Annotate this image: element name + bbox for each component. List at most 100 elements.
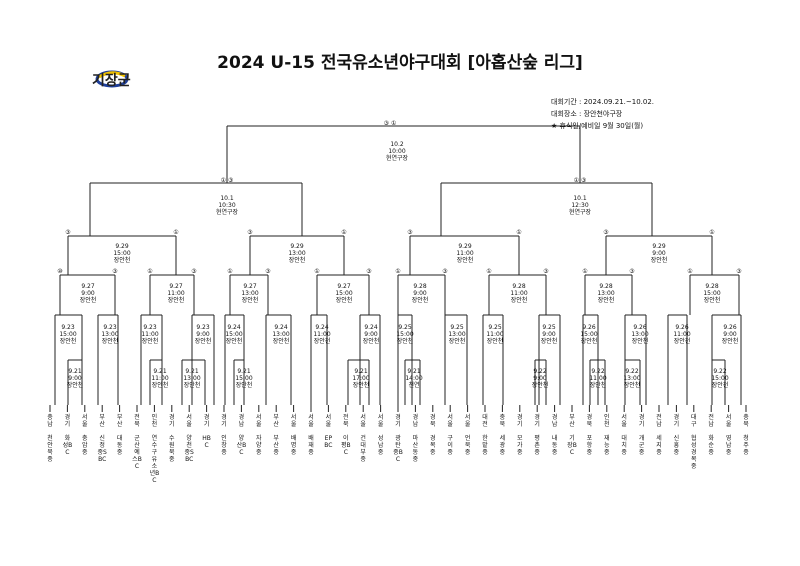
team-name: 세광중 xyxy=(499,435,506,456)
prelim-info-8-time: 13:00 xyxy=(623,375,641,382)
quarter-seed-left-3: ③ xyxy=(603,229,609,236)
team-gap xyxy=(445,428,455,435)
r32-info-8-place: 장안천 xyxy=(396,338,414,345)
r32-info-6-date: 9.24 xyxy=(315,324,329,331)
semi-info-0-time: 10:30 xyxy=(218,202,236,209)
semi-info-0-date: 10.1 xyxy=(220,195,234,202)
r32-info-13-time: 13:00 xyxy=(631,331,649,338)
team-name: 신정중SBC xyxy=(97,435,107,463)
quarter-info-1-place: 장안천 xyxy=(288,257,306,264)
team-region: 경기 xyxy=(64,414,71,428)
prelim-info-2-place: 장안천 xyxy=(183,382,201,389)
quarter-seed-right-2: ① xyxy=(516,229,522,236)
r32-info-9-date: 9.25 xyxy=(450,324,464,331)
r16-seed-right-7: ③ xyxy=(736,268,742,275)
r32-info-0-time: 15:00 xyxy=(59,331,77,338)
r32-info-14-date: 9.26 xyxy=(675,324,689,331)
prelim-info-0-date: 9.21 xyxy=(68,368,82,375)
note-text: ★ 휴식일/예비일 9월 30일(월) xyxy=(551,122,644,130)
prelim-info-9-place: 장안천 xyxy=(711,382,729,389)
quarter-seed-left-2: ③ xyxy=(407,229,413,236)
team-name: 영남중 xyxy=(725,435,732,456)
semi-info-1-time: 12:30 xyxy=(571,202,589,209)
team-region: 서울 xyxy=(186,414,192,428)
r32-info-1-date: 9.23 xyxy=(103,324,117,331)
r16-info-3-date: 9.27 xyxy=(337,283,351,290)
r32-info-5-date: 9.24 xyxy=(274,324,288,331)
prelim-info-0-time: 9:00 xyxy=(68,375,82,382)
team-name: 화성BC xyxy=(62,435,73,456)
r32-info-7-place: 장안천 xyxy=(362,338,380,345)
r16-info-2-place: 장안천 xyxy=(241,297,259,304)
r16-seed-right-0: ③ xyxy=(112,268,118,275)
r16-seed-left-5: ① xyxy=(486,268,492,275)
quarter-seed-left-0: ③ xyxy=(65,229,71,236)
r32-info-10-place: 장안천 xyxy=(486,338,504,345)
team-gap xyxy=(567,428,577,435)
r16-info-1-time: 11:00 xyxy=(167,290,185,297)
team-region: 서울 xyxy=(308,414,314,428)
prelim-info-3-place: 장안천 xyxy=(235,382,253,389)
team-region: 경기 xyxy=(169,414,175,428)
team-region: 부산 xyxy=(116,414,123,428)
team-name: 부산중 xyxy=(273,435,279,456)
r32-info-13-place: 장안천 xyxy=(631,338,649,345)
tournament-info: 대회기간 : 2024.09.21.~10.02. 대회장소 : 장안천야구장 … xyxy=(551,96,654,132)
team-gap xyxy=(550,428,560,435)
team-name: 인창중 xyxy=(221,435,227,456)
r32-info-4-place: 장안천 xyxy=(225,338,243,345)
r32-info-12-time: 15:00 xyxy=(580,331,598,338)
r32-info-8-time: 15:00 xyxy=(396,331,414,338)
team-name: 세지중 xyxy=(656,435,662,456)
team-name: 연수구유소년BC xyxy=(149,435,160,484)
prelim-info-3-date: 9.21 xyxy=(237,368,251,375)
r16-info-2-date: 9.27 xyxy=(243,283,257,290)
team-gap xyxy=(202,428,212,435)
team-name: 경복중 xyxy=(430,435,436,456)
r32-info-9-time: 13:00 xyxy=(448,331,466,338)
r32-info-4-time: 15:00 xyxy=(225,331,243,338)
r16-info-1-place: 장안천 xyxy=(167,297,185,304)
team-region: 전남 xyxy=(656,414,662,428)
team-gap xyxy=(463,428,473,435)
team-gap xyxy=(306,428,316,435)
team-region: 경남 xyxy=(238,414,245,428)
r32-info-7-date: 9.24 xyxy=(364,324,378,331)
r32-info-2-time: 11:00 xyxy=(141,331,159,338)
prelim-info-7-date: 9.22 xyxy=(591,368,605,375)
team-gap xyxy=(358,428,368,435)
r16-seed-left-2: ① xyxy=(227,268,233,275)
quarter-info-0-date: 9.29 xyxy=(115,243,129,250)
team-region: 경기 xyxy=(673,414,680,428)
team-region: 충남 xyxy=(47,414,53,428)
quarter-info-2-date: 9.29 xyxy=(458,243,472,250)
r32-info-4-date: 9.24 xyxy=(227,324,241,331)
team-region: 서울 xyxy=(464,414,471,428)
team-region: 서울 xyxy=(290,414,297,428)
team-gap xyxy=(515,428,525,435)
r32-info-12-date: 9.26 xyxy=(582,324,596,331)
quarter-seed-right-3: ① xyxy=(709,229,715,236)
team-region: 경북 xyxy=(586,414,593,428)
r32-info-7-time: 9:00 xyxy=(364,331,378,338)
team-region: 서울 xyxy=(256,414,262,428)
